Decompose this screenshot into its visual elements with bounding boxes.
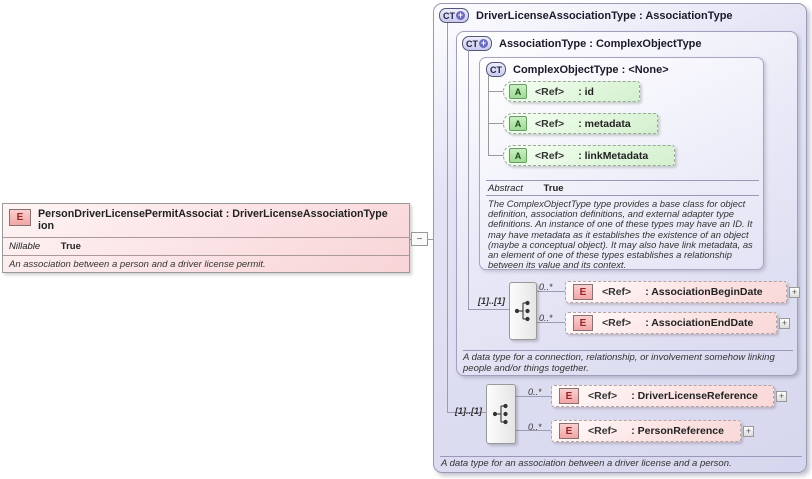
plus-icon: + <box>778 391 785 401</box>
association-type-description: A data type for a connection, relationsh… <box>463 352 775 374</box>
complex-type-derived-badge-icon: CT + <box>439 8 469 23</box>
element-badge-icon: E <box>573 284 593 300</box>
element-title: PersonDriverLicensePermitAssociat : Driv… <box>38 208 388 232</box>
attribute-name: : linkMetadata <box>578 149 649 162</box>
sequence-compositor-icon <box>492 403 508 425</box>
tree-line <box>516 396 551 397</box>
element-ref: <Ref> <box>588 425 618 437</box>
expand-button[interactable]: + <box>743 426 754 437</box>
divider <box>486 180 759 181</box>
tree-line <box>488 75 489 155</box>
abstract-row: Abstract True <box>488 183 564 194</box>
outer-type-description: A data type for an association between a… <box>441 458 732 469</box>
outer-type-header: CT + DriverLicenseAssociationType : Asso… <box>439 8 733 23</box>
tree-line <box>488 91 503 92</box>
attribute-badge-icon: A <box>509 116 527 131</box>
ct-badge-label: CT <box>443 10 455 21</box>
attribute-ref: <Ref> <box>535 149 565 162</box>
divider <box>440 456 802 457</box>
attribute-badge-icon: A <box>509 84 527 99</box>
tree-line <box>468 309 509 310</box>
complex-object-type-title: ComplexObjectType : <None> <box>513 63 669 76</box>
attribute-id[interactable]: A <Ref> : id <box>503 81 640 102</box>
element-cardinality: 0..* <box>539 313 553 323</box>
tree-line <box>488 155 503 156</box>
element-badge-icon: E <box>559 388 579 404</box>
plus-icon: + <box>745 426 752 436</box>
sequence-compositor-icon <box>514 300 530 322</box>
ct-badge-label: CT <box>466 38 478 49</box>
person-driver-license-permit-association-box[interactable]: E PersonDriverLicensePermitAssociat : Dr… <box>2 203 410 273</box>
complex-object-type-header: CT ComplexObjectType : <None> <box>486 62 669 77</box>
tree-line <box>488 123 503 124</box>
association-type-title: AssociationType : ComplexObjectType <box>499 37 702 50</box>
divider <box>3 237 409 238</box>
nillable-row: Nillable True <box>9 241 81 252</box>
nillable-value: True <box>60 241 81 252</box>
plus-icon: + <box>456 10 465 20</box>
element-ref: <Ref> <box>588 390 618 402</box>
divider <box>3 255 409 256</box>
sequence-compositor[interactable] <box>509 282 537 340</box>
element-association-begin-date[interactable]: E <Ref> : AssociationBeginDate <box>565 281 787 303</box>
expand-button[interactable]: + <box>776 391 787 402</box>
element-name: : AssociationEndDate <box>645 317 754 329</box>
element-title-line1: PersonDriverLicensePermitAssociat : Driv… <box>38 208 388 220</box>
association-type-header: CT + AssociationType : ComplexObjectType <box>462 36 702 51</box>
outer-type-title: DriverLicenseAssociationType : Associati… <box>476 9 733 22</box>
tree-line <box>447 412 486 413</box>
nillable-label: Nillable <box>9 241 41 252</box>
element-cardinality: 0..* <box>539 282 553 292</box>
element-name: : DriverLicenseReference <box>631 390 758 402</box>
expand-button[interactable]: + <box>779 318 790 329</box>
plus-icon: + <box>781 318 788 328</box>
collapse-toggle[interactable]: − <box>411 232 428 246</box>
element-cardinality: 0..* <box>528 422 542 432</box>
ct-badge-label: CT <box>490 64 502 75</box>
tree-line <box>516 430 551 431</box>
element-ref: <Ref> <box>602 286 632 298</box>
plus-icon: + <box>479 38 488 48</box>
abstract-value: True <box>543 183 564 194</box>
attribute-name: : metadata <box>578 117 631 130</box>
group-cardinality: [1]..[1] <box>478 296 505 306</box>
element-name: : AssociationBeginDate <box>645 286 763 298</box>
element-name: : PersonReference <box>631 425 724 437</box>
element-ref: <Ref> <box>602 317 632 329</box>
divider <box>463 350 793 351</box>
element-badge-icon: E <box>9 209 31 226</box>
tree-line <box>537 291 565 292</box>
complex-object-type-description: The ComplexObjectType type provides a ba… <box>488 198 753 271</box>
attribute-badge-icon: A <box>509 148 527 163</box>
driver-license-association-type-container: CT + DriverLicenseAssociationType : Asso… <box>433 3 807 473</box>
attribute-ref: <Ref> <box>535 85 565 98</box>
tree-line <box>468 50 469 309</box>
plus-icon: + <box>791 287 798 297</box>
divider <box>486 195 759 196</box>
attribute-ref: <Ref> <box>535 117 565 130</box>
sequence-compositor[interactable] <box>486 384 516 444</box>
expand-button[interactable]: + <box>789 287 800 298</box>
element-person-reference[interactable]: E <Ref> : PersonReference <box>551 420 741 442</box>
attribute-metadata[interactable]: A <Ref> : metadata <box>503 113 658 134</box>
element-association-end-date[interactable]: E <Ref> : AssociationEndDate <box>565 312 777 334</box>
element-description: An association between a person and a dr… <box>9 259 266 270</box>
element-cardinality: 0..* <box>528 387 542 397</box>
abstract-label: Abstract <box>488 183 523 194</box>
element-badge-icon: E <box>559 423 579 439</box>
association-type-container: CT + AssociationType : ComplexObjectType… <box>456 31 800 376</box>
element-title-line2: ion <box>38 220 55 232</box>
complex-type-badge-icon: CT <box>486 62 506 77</box>
attribute-link-metadata[interactable]: A <Ref> : linkMetadata <box>503 145 675 166</box>
tree-line <box>537 322 565 323</box>
element-badge-icon: E <box>573 315 593 331</box>
complex-object-type-box: CT ComplexObjectType : <None> A <Ref> : … <box>479 57 764 270</box>
attribute-name: : id <box>578 85 594 98</box>
element-header: E PersonDriverLicensePermitAssociat : Dr… <box>9 208 388 232</box>
element-driver-license-reference[interactable]: E <Ref> : DriverLicenseReference <box>551 385 774 407</box>
complex-type-derived-badge-icon: CT + <box>462 36 492 51</box>
minus-icon: − <box>416 233 423 245</box>
group-cardinality: [1]..[1] <box>455 406 482 416</box>
tree-line <box>447 23 448 413</box>
